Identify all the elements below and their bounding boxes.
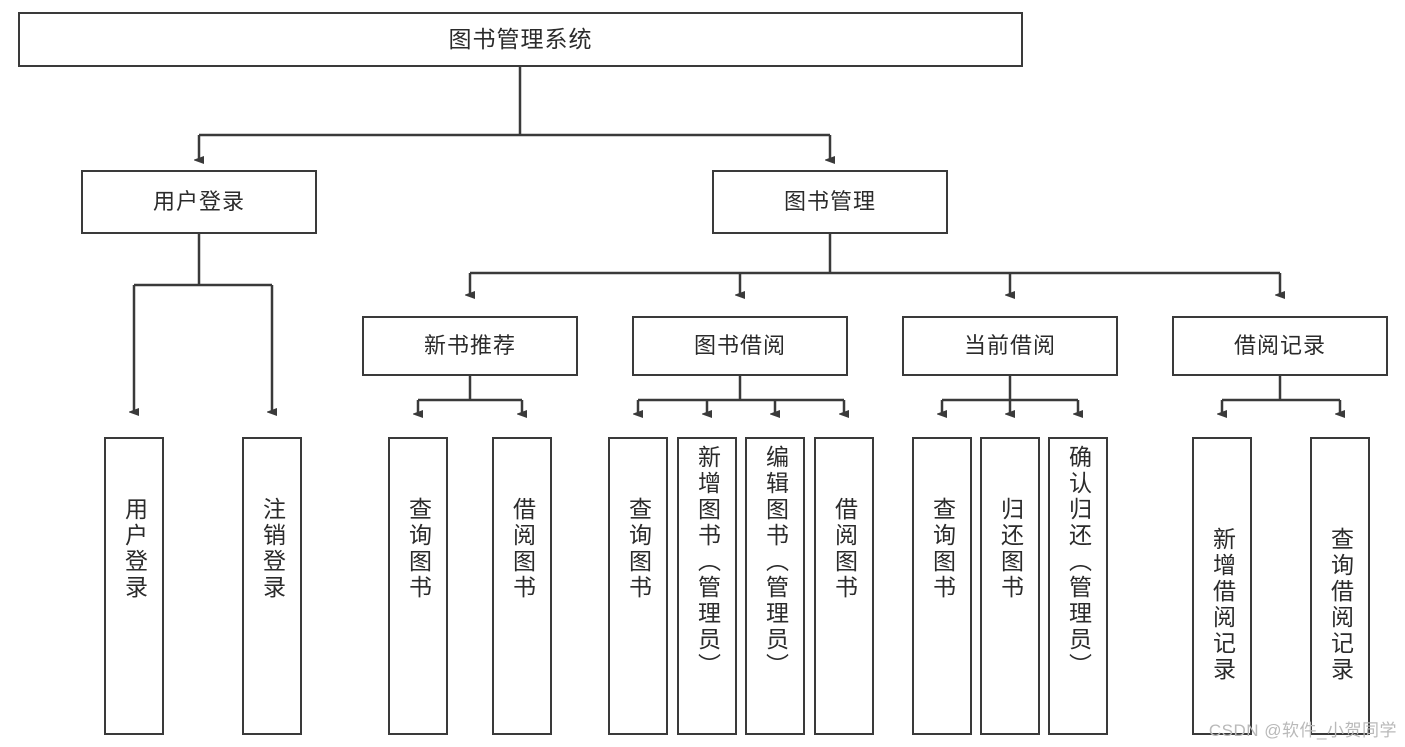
node-label: 借阅图书 — [509, 497, 536, 601]
leaf-user-login[interactable]: 用户登录 — [104, 437, 164, 735]
leaf-add-borrow-record[interactable]: 新增借阅记录 — [1192, 437, 1252, 735]
leaf-logout[interactable]: 注销登录 — [242, 437, 302, 735]
node-label: 查询图书 — [405, 497, 432, 601]
leaf-confirm-return-admin[interactable]: 确认归还（管理员） — [1048, 437, 1108, 735]
node-current-borrow[interactable]: 当前借阅 — [902, 316, 1118, 376]
node-root-system[interactable]: 图书管理系统 — [18, 12, 1023, 67]
node-borrow-record[interactable]: 借阅记录 — [1172, 316, 1388, 376]
leaf-query-borrow-record[interactable]: 查询借阅记录 — [1310, 437, 1370, 735]
node-book-management[interactable]: 图书管理 — [712, 170, 948, 234]
node-label: 新书推荐 — [423, 333, 516, 359]
leaf-edit-book-admin[interactable]: 编辑图书（管理员） — [745, 437, 805, 735]
leaf-borrow-book-recommend[interactable]: 借阅图书 — [492, 437, 552, 735]
watermark-text: CSDN @软件_小贺同学 — [1208, 721, 1397, 740]
node-label: 归还图书 — [997, 497, 1024, 601]
node-label: 当前借阅 — [963, 333, 1056, 359]
node-user-login[interactable]: 用户登录 — [81, 170, 317, 234]
leaf-query-book-recommend[interactable]: 查询图书 — [388, 437, 448, 735]
node-label: 图书借阅 — [693, 333, 786, 359]
leaf-add-book-admin[interactable]: 新增图书（管理员） — [677, 437, 737, 735]
node-label: 图书管理 — [783, 189, 876, 215]
node-label: 编辑图书（管理员） — [762, 445, 789, 679]
node-label: 确认归还（管理员） — [1065, 445, 1092, 679]
node-new-book-recommend[interactable]: 新书推荐 — [362, 316, 578, 376]
node-label: 查询图书 — [625, 497, 652, 601]
leaf-query-book-current[interactable]: 查询图书 — [912, 437, 972, 735]
node-label: 新增图书（管理员） — [694, 445, 721, 679]
leaf-query-book-borrow[interactable]: 查询图书 — [608, 437, 668, 735]
node-label: 借阅图书 — [831, 497, 858, 601]
node-label: 图书管理系统 — [448, 25, 593, 52]
node-label: 新增借阅记录 — [1209, 527, 1236, 683]
node-label: 注销登录 — [259, 497, 286, 601]
node-label: 借阅记录 — [1233, 333, 1326, 359]
leaf-borrow-book[interactable]: 借阅图书 — [814, 437, 874, 735]
node-book-borrow[interactable]: 图书借阅 — [632, 316, 848, 376]
node-label: 查询图书 — [929, 497, 956, 601]
leaf-return-book[interactable]: 归还图书 — [980, 437, 1040, 735]
node-label: 用户登录 — [152, 189, 245, 215]
node-label: 用户登录 — [121, 497, 148, 601]
node-label: 查询借阅记录 — [1327, 527, 1354, 683]
